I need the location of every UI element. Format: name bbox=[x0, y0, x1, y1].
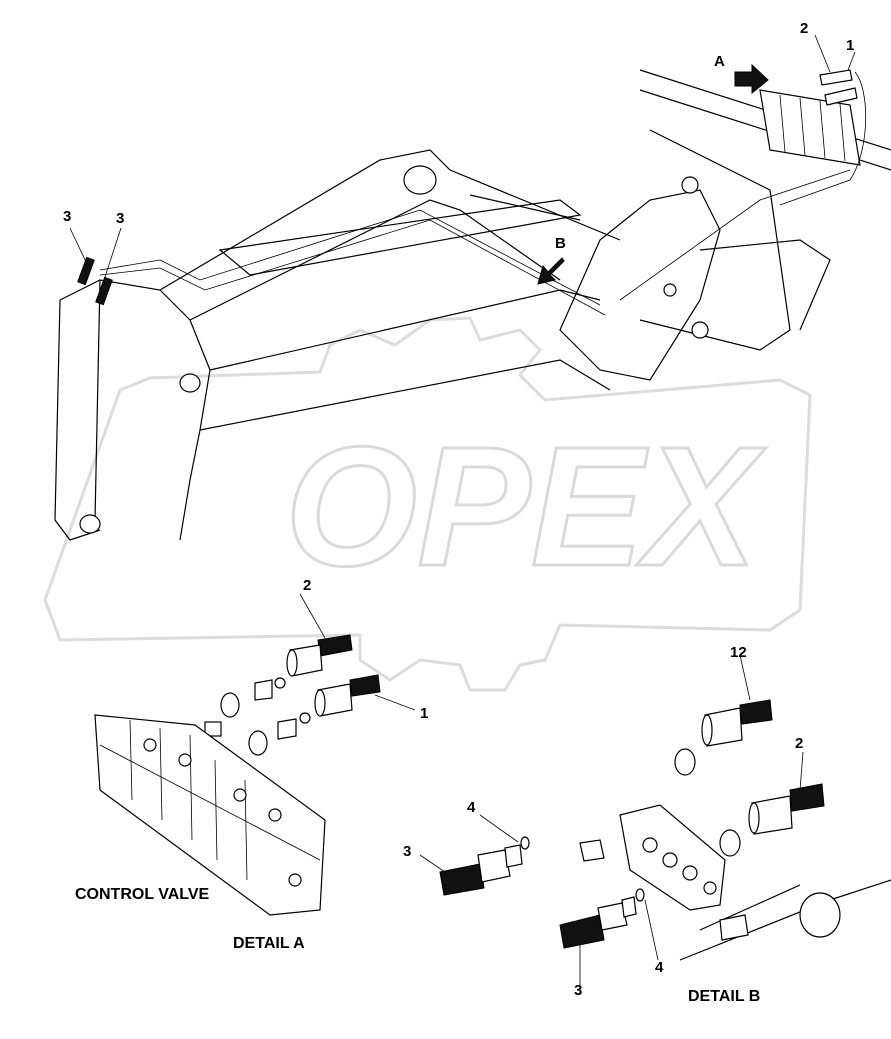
boom-hose-ends bbox=[69, 227, 122, 306]
caption-control-valve: CONTROL VALVE bbox=[75, 886, 210, 903]
boom-assembly bbox=[54, 149, 621, 541]
caption-detail-b: DETAIL B bbox=[688, 988, 760, 1005]
label-top-3-right: 3 bbox=[116, 210, 124, 227]
label-b-2: 2 bbox=[795, 735, 803, 752]
caption-detail-a: DETAIL A bbox=[233, 935, 305, 952]
label-b-4-top: 4 bbox=[467, 799, 476, 816]
watermark: OPEX bbox=[43, 316, 812, 692]
label-a-2: 2 bbox=[303, 577, 311, 594]
watermark-text: OPEX bbox=[285, 412, 766, 602]
label-b-12: 12 bbox=[730, 644, 747, 661]
label-top-3-left: 3 bbox=[63, 208, 71, 225]
label-b-3-bottom: 3 bbox=[574, 982, 582, 999]
label-top-1: 1 bbox=[846, 37, 854, 54]
detail-b-assembly bbox=[419, 654, 891, 990]
label-b-arrow: B bbox=[555, 235, 566, 252]
control-valve-top bbox=[759, 69, 867, 206]
label-a-1: 1 bbox=[420, 705, 428, 722]
label-b-4-bottom: 4 bbox=[655, 959, 664, 976]
arrow-b bbox=[537, 257, 565, 285]
arrow-a bbox=[734, 63, 769, 95]
arrow-pointer-icon bbox=[537, 257, 565, 285]
label-b-3-left: 3 bbox=[403, 843, 411, 860]
label-a-arrow: A bbox=[714, 53, 725, 70]
control-valve-body bbox=[94, 714, 326, 916]
label-top-2: 2 bbox=[800, 20, 808, 37]
detail-a-fittings bbox=[204, 593, 416, 756]
arrow-pointer-icon bbox=[734, 63, 769, 95]
watermark-gear bbox=[43, 316, 812, 692]
